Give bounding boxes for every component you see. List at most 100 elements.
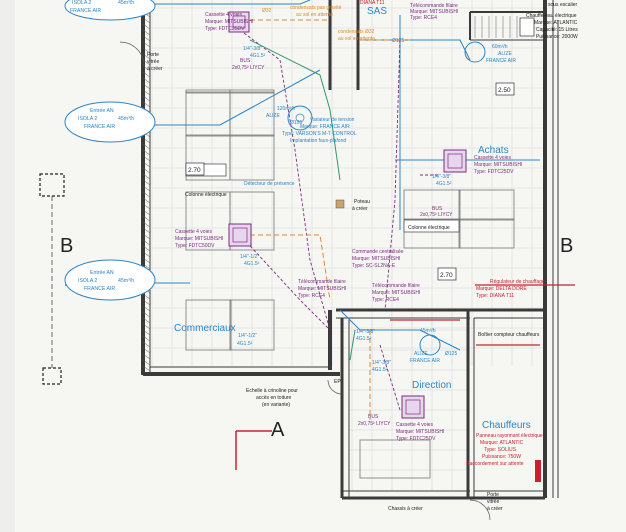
cassette1-line3: Type: FDTC25DV <box>205 26 245 32</box>
hatch-line <box>142 257 151 264</box>
hatch-line <box>142 17 151 24</box>
cassette4-line2: Marque: MITSUBISHI <box>396 429 444 435</box>
hatch-line <box>142 317 151 324</box>
condensats-top-2: au sol en attente <box>296 12 333 18</box>
bus-cables <box>239 29 440 411</box>
wall-hatch <box>142 0 151 372</box>
hatch-line <box>142 65 151 72</box>
hatch-line <box>142 335 151 342</box>
hatch-line <box>142 71 151 78</box>
condensate-lines <box>249 39 356 361</box>
pipe-top-1: 1/4"-3/8" <box>243 46 262 52</box>
detecteur-label: Détecteur de présence <box>244 181 295 187</box>
alize-bottom-1: 45m³/h <box>420 328 436 334</box>
commande-centralisee-3: Type: SC-SL2NA-E <box>352 263 396 269</box>
cassette2-line2: Marque: MITSUBISHI <box>175 236 223 242</box>
commande-centralisee-1: Commande centralisée <box>352 249 404 255</box>
echelle-3: (en variante) <box>262 402 290 408</box>
hatch-line <box>142 305 151 312</box>
cassette3-line2: Marque: MITSUBISHI <box>474 162 522 168</box>
pipe-mid-1: 1/4"-3/8" <box>356 329 375 335</box>
cassette3-line3: Type: FDTC25DV <box>474 169 514 175</box>
alize-right-1: 60m³/h <box>492 44 508 50</box>
hatch-line <box>142 77 151 84</box>
hatch-line <box>142 203 151 210</box>
section-a: A <box>271 419 285 441</box>
pipe-left-1: 1/4"-1/2" <box>240 254 259 260</box>
entree-an-isola: ISOLA 2 <box>78 116 97 122</box>
entree-an-isola-2: ISOLA 2 <box>78 278 97 284</box>
chauffe-eau-1: Chauffe-eau électrique <box>526 13 577 19</box>
hatch-line <box>142 251 151 258</box>
alize-mid-1: 120m³/h <box>277 106 296 112</box>
pipe-right-2: 4G1.5² <box>436 181 452 187</box>
hatch-line <box>142 179 151 186</box>
hatch-line <box>142 227 151 234</box>
pipe-left2-2: 4G1.5² <box>237 341 253 347</box>
colonne-elec-right: Colonne électrique <box>408 225 450 231</box>
airflow-top-label: 45m³/h <box>118 0 134 6</box>
section-b-right: B <box>560 235 573 257</box>
bus-bottom-2: 2x0,75² LIYCY <box>358 421 391 427</box>
height-label-2: 2.50 <box>498 87 511 94</box>
boitier-label: Boîtier compteur chauffeurs <box>478 332 540 338</box>
height-label-3: 2.70 <box>440 272 453 279</box>
panneau-2: Marque: ATLANTIC <box>480 440 524 446</box>
ceiling-grid <box>151 0 545 490</box>
air-inlet-icon <box>64 0 156 301</box>
poteau-pillar <box>335 199 345 209</box>
hatch-line <box>142 143 151 150</box>
hatch-line <box>142 161 151 168</box>
telecommande-left-2: Marque: MITSUBISHI <box>298 286 346 292</box>
entree-an-france: FRANCE AIR <box>84 124 115 130</box>
telecommande-left-3: Type: RCE4 <box>298 293 325 299</box>
entree-an-label-2: Entrée AN <box>90 270 114 276</box>
height-box <box>185 82 515 281</box>
panneau-4: Puissance: 750W <box>482 454 521 460</box>
panneau-5: Raccordement sur attente <box>466 461 524 467</box>
refrigerant-pipes <box>250 19 410 420</box>
hatch-line <box>142 41 151 48</box>
porte-vitree-bot-2: vitrée <box>487 499 499 505</box>
hatch-line <box>142 353 151 360</box>
panneau-1: Panneau rayonnant électrique <box>476 433 543 439</box>
chassis-label: Chassis à créer <box>388 506 423 512</box>
bus-right-1: BUS <box>432 206 443 212</box>
bus-bottom-1: BUS <box>368 414 379 420</box>
hatch-line <box>142 95 151 102</box>
alize-bottom-2: ALIZE <box>414 351 429 357</box>
hatch-line <box>142 137 151 144</box>
condensats-top-1: condensats pas gravité <box>290 5 342 11</box>
ep-label: EP <box>334 379 341 385</box>
echelle-1: Echelle à crinoline pour <box>246 388 298 394</box>
entree-an-label: Entrée AN <box>90 108 114 114</box>
hatch-line <box>142 299 151 306</box>
cassette-unit-2 <box>228 223 252 247</box>
door-swing <box>119 41 491 521</box>
variateur-2: Marque: FRANCE AIR <box>300 124 350 130</box>
hatch-line <box>142 239 151 246</box>
alize-bottom-4: Ø125 <box>445 351 457 357</box>
bus-top-2: 2x0,75² LIYCY <box>232 65 265 71</box>
hatch-line <box>142 23 151 30</box>
hatch-line <box>142 155 151 162</box>
variateur-1: Variateur de tension <box>310 117 355 123</box>
water-heater-icon <box>519 17 535 37</box>
hatch-line <box>142 29 151 36</box>
hatch-line <box>142 311 151 318</box>
pipe-right-1: 1/4"-3/8" <box>432 174 451 180</box>
isola-top-label-2: FRANCE AIR <box>70 8 101 14</box>
bus-top-1: BUS <box>240 58 251 64</box>
section-b-left: B <box>60 235 73 257</box>
hatch-line <box>142 191 151 198</box>
alize-right-3: FRANCE AIR <box>486 58 516 64</box>
telecommande-mid-3: Type: RCE4 <box>372 297 399 303</box>
hatch-line <box>142 263 151 270</box>
pipe-left-2: 4G1.5² <box>244 261 260 267</box>
room-commerciaux: Commerciaux <box>174 323 236 334</box>
room-direction: Direction <box>412 380 451 391</box>
porte-vitree-top-2: vitrée <box>147 59 159 65</box>
cassette4-line1: Cassette 4 voies <box>396 422 433 428</box>
section-a-marker <box>235 430 272 470</box>
hatch-line <box>142 197 151 204</box>
